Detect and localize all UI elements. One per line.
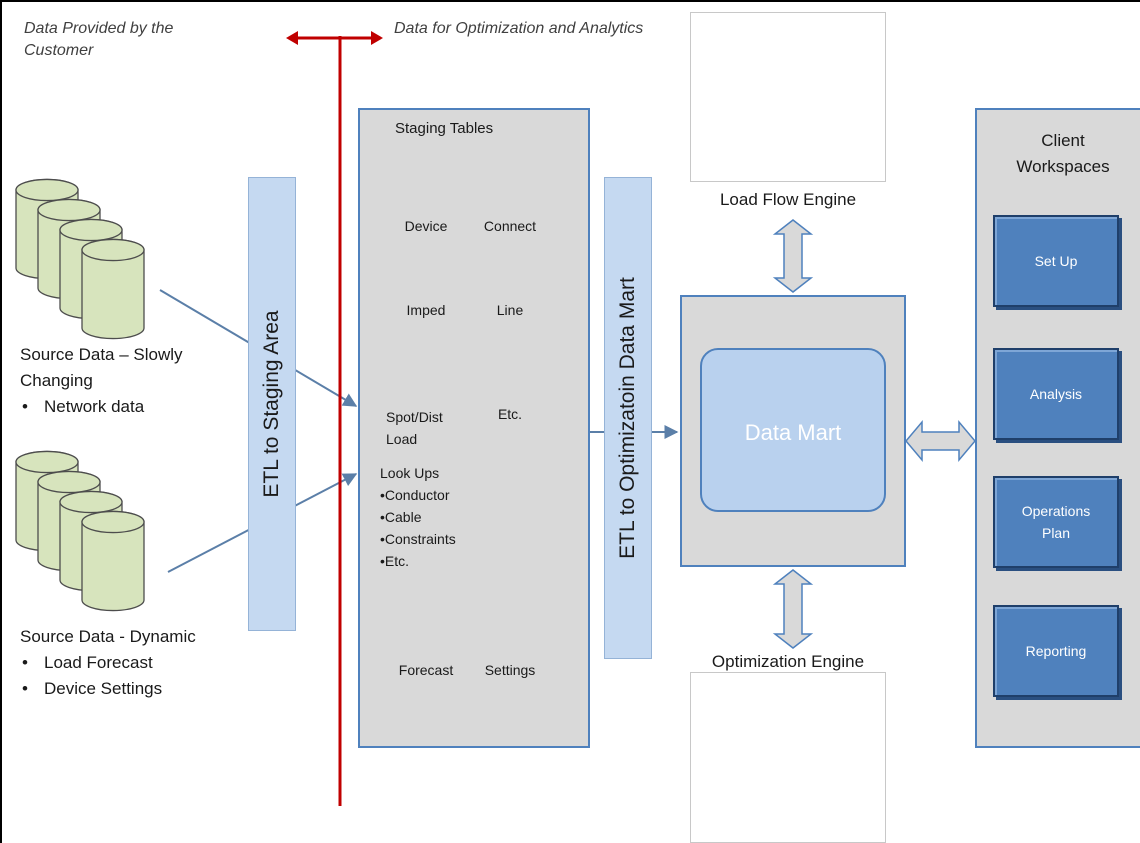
etl-staging-label: ETL to Staging Area [260, 310, 283, 498]
staging-tables-box [358, 108, 590, 748]
source-dynamic-cylinder-top [15, 450, 79, 474]
table-label-spot-dist-load: Spot/Dist Load [386, 409, 443, 447]
analysis-button[interactable]: Analysis [993, 348, 1119, 440]
source-dynamic-cylinder [81, 510, 145, 612]
source-dynamic-bullet: Device Settings [20, 676, 250, 702]
table-label-connect: Connect [483, 218, 537, 234]
source-slow-cylinder-top [59, 218, 123, 242]
source-dynamic-bullet: Load Forecast [20, 650, 250, 676]
lookups-title: Look Ups [380, 465, 440, 481]
optimization-engine-label: Optimization Engine [711, 652, 865, 671]
optimization-gears-frame [690, 672, 886, 843]
lookups-item: •Conductor [380, 487, 450, 503]
source-slow-bullet: Network data [20, 394, 250, 420]
analytics-data-note: Data for Optimization and Analytics [394, 20, 644, 37]
table-label-device: Device [404, 218, 448, 234]
client-double-arrow [905, 419, 976, 463]
table-label-etc: Etc. [497, 406, 523, 422]
data-mart-label: Data Mart [744, 420, 842, 445]
source-dynamic-title: Source Data - Dynamic [20, 627, 196, 646]
divider-arrowhead-left [286, 31, 298, 45]
source-slow-cylinder-top [15, 178, 79, 202]
etl-staging-panel: ETL to Staging Area [248, 177, 296, 631]
table-label-line: Line [496, 302, 524, 318]
table-label-settings: Settings [484, 662, 536, 678]
source-dynamic-block: Source Data - Dynamic Load Forecast Devi… [20, 624, 250, 702]
lookups-item: •Constraints [380, 531, 456, 547]
table-label-forecast: Forecast [398, 662, 454, 678]
staging-title: Staging Tables [395, 120, 494, 137]
load-flow-double-arrow [772, 219, 814, 293]
source-slow-cylinder [81, 238, 145, 340]
reporting-button[interactable]: Reporting [993, 605, 1119, 697]
source-dynamic-cylinder-top [37, 470, 101, 494]
source-slow-block: Source Data – Slowly Changing Network da… [20, 342, 250, 420]
optimization-double-arrow [772, 569, 814, 649]
lookups-list: Look Ups •Conductor •Cable •Constraints … [380, 462, 490, 572]
source-slow-cylinder-top [37, 198, 101, 222]
load-flow-gears-frame [690, 12, 886, 182]
lookups-item: •Etc. [380, 553, 410, 569]
setup-button[interactable]: Set Up [993, 215, 1119, 307]
source-dynamic-cylinder-top [81, 510, 145, 534]
etl-mart-label: ETL to Optimizatoin Data Mart [616, 277, 639, 559]
source-slow-cylinder-top [81, 238, 145, 262]
client-workspaces-title: Client Workspaces [1016, 131, 1110, 176]
customer-data-note: Data Provided by the Customer [24, 20, 174, 59]
etl-mart-panel: ETL to Optimizatoin Data Mart [604, 177, 652, 659]
lookups-item: •Cable [380, 509, 422, 525]
divider-arrowhead-right [371, 31, 383, 45]
source-dynamic-cylinder-top [59, 490, 123, 514]
operations-plan-button[interactable]: Operations Plan [993, 476, 1119, 568]
table-label-imped: Imped [406, 302, 446, 318]
source-slow-title: Source Data – Slowly Changing [20, 345, 183, 390]
load-flow-engine-label: Load Flow Engine [719, 190, 857, 209]
data-mart-panel [700, 348, 886, 512]
